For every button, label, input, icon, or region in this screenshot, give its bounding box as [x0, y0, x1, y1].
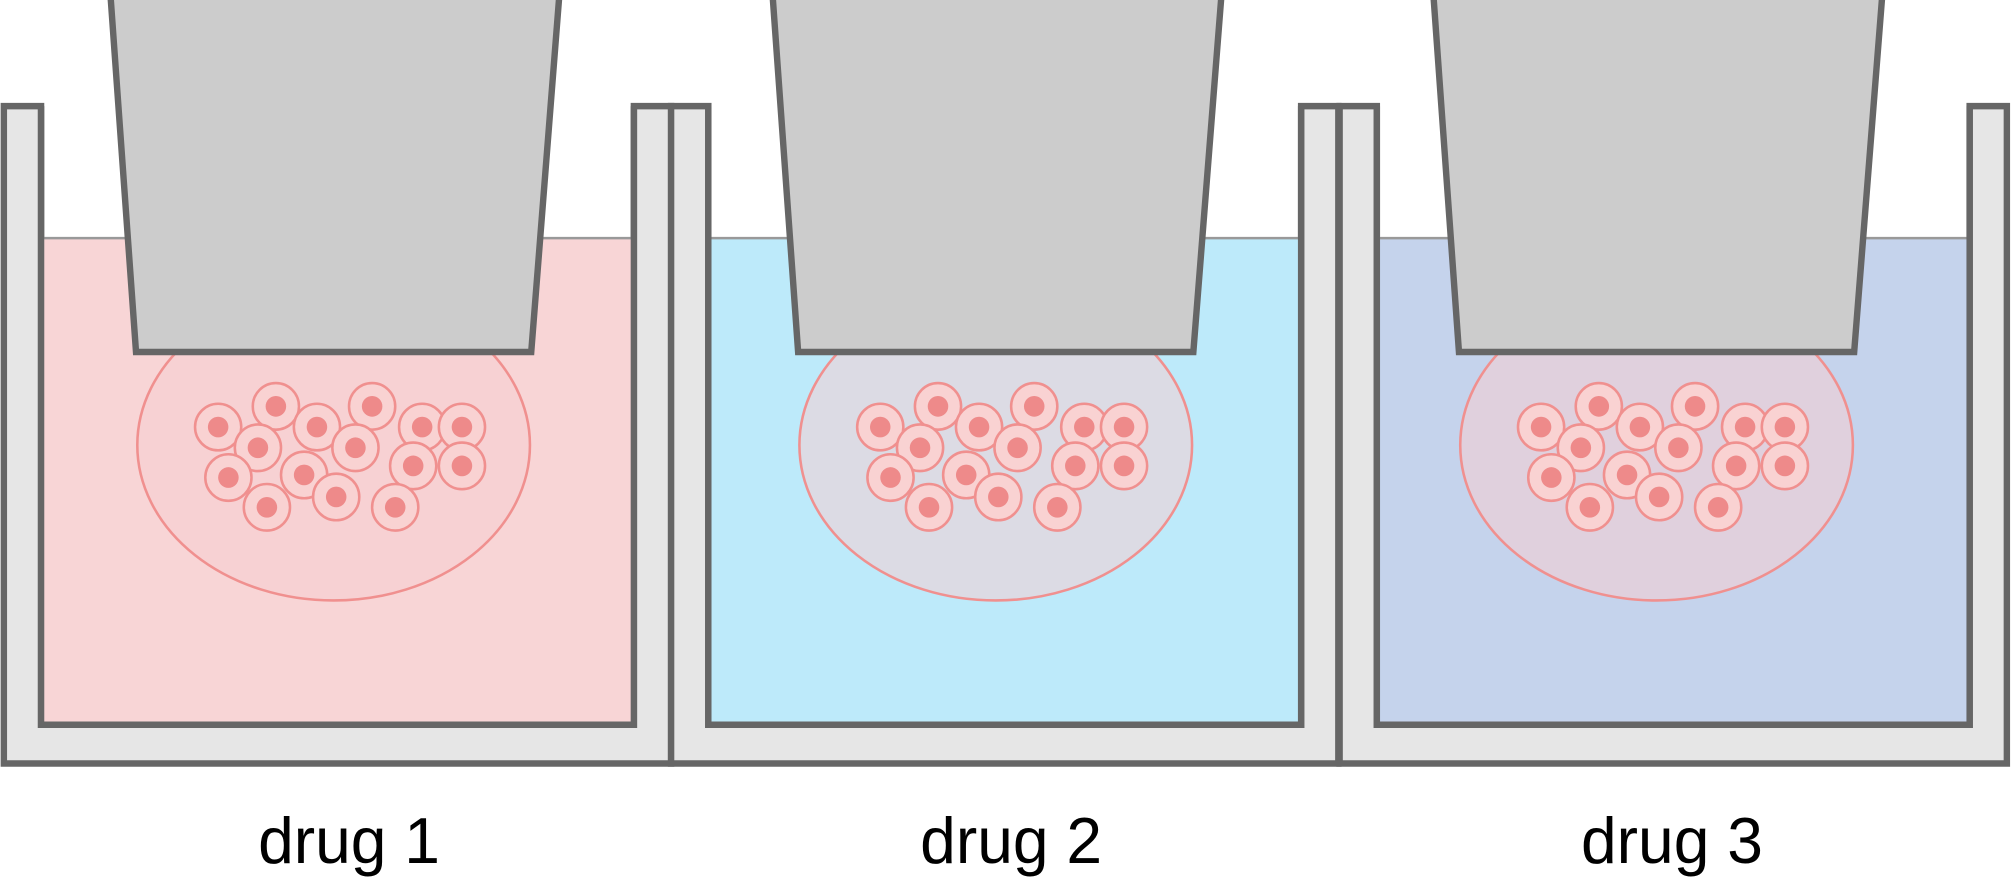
cell	[242, 482, 292, 532]
cell	[437, 441, 487, 491]
cell	[1009, 381, 1059, 431]
cell	[370, 482, 420, 532]
cell-nucleus	[218, 467, 239, 488]
cell-nucleus	[1668, 437, 1689, 459]
cell	[251, 381, 301, 431]
cell	[1526, 452, 1576, 503]
well-label: drug 1	[258, 805, 440, 877]
cell	[347, 381, 397, 431]
cell-nucleus	[1047, 496, 1068, 518]
cell-nucleus	[451, 455, 473, 477]
well-insert	[1430, 0, 1886, 356]
cell	[913, 381, 963, 431]
well-3: drug 3	[1336, 0, 2011, 877]
cell	[1050, 441, 1100, 491]
cell	[437, 402, 487, 452]
cell-nucleus	[1707, 496, 1729, 518]
cell-nucleus	[1530, 416, 1552, 438]
cell-nucleus	[1648, 486, 1670, 508]
cell-nucleus	[361, 396, 383, 417]
cell-nucleus	[909, 437, 931, 459]
cell	[1565, 482, 1615, 532]
well-label: drug 2	[920, 805, 1102, 877]
well-insert	[769, 0, 1225, 356]
cell-nucleus	[1629, 416, 1651, 438]
cell-nucleus	[1113, 455, 1135, 477]
cell-nucleus	[1570, 437, 1592, 459]
cell-nucleus	[918, 496, 940, 518]
well-1: drug 1	[0, 0, 675, 877]
cell-nucleus	[1774, 416, 1796, 438]
well-2: drug 2	[667, 0, 1342, 877]
cell-nucleus	[988, 486, 1009, 508]
cell	[1653, 423, 1703, 473]
cell-nucleus	[293, 464, 315, 486]
cell-nucleus	[968, 416, 990, 438]
well-insert	[107, 0, 563, 356]
cell	[1032, 482, 1082, 532]
cell	[388, 441, 438, 491]
cell	[233, 423, 283, 473]
cell-nucleus	[1023, 396, 1045, 417]
cell-nucleus	[325, 486, 347, 508]
cell	[311, 472, 361, 522]
cell	[1099, 402, 1149, 452]
cell	[292, 402, 342, 452]
cell-nucleus	[384, 496, 406, 518]
cell-nucleus	[1725, 455, 1747, 477]
cell-nucleus	[306, 416, 328, 438]
cell-nucleus	[1007, 437, 1028, 459]
cell-nucleus	[402, 455, 424, 477]
well-label: drug 3	[1581, 805, 1763, 877]
cell-nucleus	[451, 416, 473, 438]
cell-nucleus	[1588, 396, 1610, 417]
cell-nucleus	[256, 496, 278, 518]
cell-nucleus	[411, 416, 433, 438]
cell-nucleus	[345, 437, 366, 459]
cell-nucleus	[1074, 416, 1095, 438]
cell	[1099, 441, 1149, 491]
cell-nucleus	[1616, 464, 1638, 486]
cell	[973, 472, 1023, 522]
cell	[1711, 441, 1761, 491]
cell	[993, 423, 1042, 473]
cell	[895, 423, 945, 473]
cell	[204, 452, 253, 503]
cell	[1760, 441, 1810, 491]
cell-nucleus	[247, 437, 269, 459]
cell-nucleus	[207, 416, 229, 438]
cell-nucleus	[265, 396, 287, 417]
cell	[1615, 402, 1665, 452]
cell-nucleus	[1734, 416, 1756, 438]
well-inner-outline	[1373, 106, 1973, 728]
well-inner-outline	[705, 106, 1305, 728]
cell	[1516, 402, 1566, 452]
cell-nucleus	[869, 416, 891, 438]
cell-nucleus	[1113, 416, 1135, 438]
cell-nucleus	[1684, 396, 1706, 417]
cell-nucleus	[1579, 496, 1601, 518]
cell	[954, 402, 1004, 452]
cell	[904, 482, 954, 532]
cell-nucleus	[1774, 455, 1796, 477]
cell	[855, 402, 905, 452]
cell	[866, 452, 915, 503]
cell	[1556, 423, 1606, 473]
cell	[1574, 381, 1624, 431]
cell-nucleus	[1541, 467, 1562, 488]
cell	[1670, 381, 1720, 431]
cell-nucleus	[1065, 455, 1086, 477]
cell-nucleus	[955, 464, 977, 486]
cell	[1634, 472, 1684, 522]
well-inner-outline	[37, 106, 638, 728]
cell-nucleus	[880, 467, 901, 488]
cell	[331, 423, 380, 473]
cell	[1693, 482, 1743, 532]
cell	[193, 402, 243, 452]
cell-nucleus	[927, 396, 949, 417]
